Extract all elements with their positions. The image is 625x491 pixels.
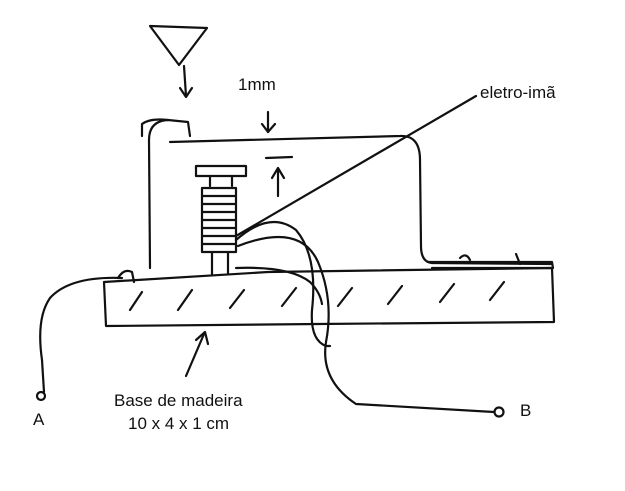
terminal-b-label: B — [520, 401, 532, 420]
armature-line — [264, 155, 294, 160]
bracket-foot — [426, 260, 555, 270]
base-label-line1: Base de madeira — [114, 391, 243, 410]
terminal-a-ring — [35, 390, 47, 402]
terminal-a-label: A — [33, 410, 45, 429]
magnet-legs — [210, 251, 230, 276]
foot-screw — [458, 254, 472, 262]
magnet-coil — [200, 186, 238, 254]
wood-hatch — [128, 280, 506, 312]
electromagnet-label: eletro-imã — [480, 83, 556, 102]
up-arrowhead — [270, 166, 286, 180]
terminal-b-ring — [493, 406, 505, 418]
triangle-arrow — [182, 64, 188, 98]
wire-to-b — [236, 235, 496, 414]
metal-bracket — [147, 118, 554, 270]
wire-coil-loop — [234, 220, 332, 348]
base-arrowhead — [194, 330, 210, 346]
wire-extra — [234, 266, 324, 306]
coil-windings — [201, 194, 237, 246]
foot-screw-2 — [514, 252, 522, 266]
gap-label: 1mm — [238, 75, 276, 94]
electromagnet-leader — [234, 94, 478, 238]
magnet-neck — [208, 175, 234, 188]
triangle-arrowhead — [178, 86, 194, 99]
base-arrow — [184, 332, 206, 378]
base-screw-left — [116, 269, 136, 284]
bracket-hook — [140, 118, 170, 138]
magnet-plate — [194, 164, 248, 178]
base-label-line2: 10 x 4 x 1 cm — [128, 414, 230, 433]
gap-arrowhead — [260, 122, 277, 134]
wire-a — [39, 276, 124, 394]
wooden-base — [102, 266, 556, 328]
triangle-symbol — [148, 24, 209, 67]
